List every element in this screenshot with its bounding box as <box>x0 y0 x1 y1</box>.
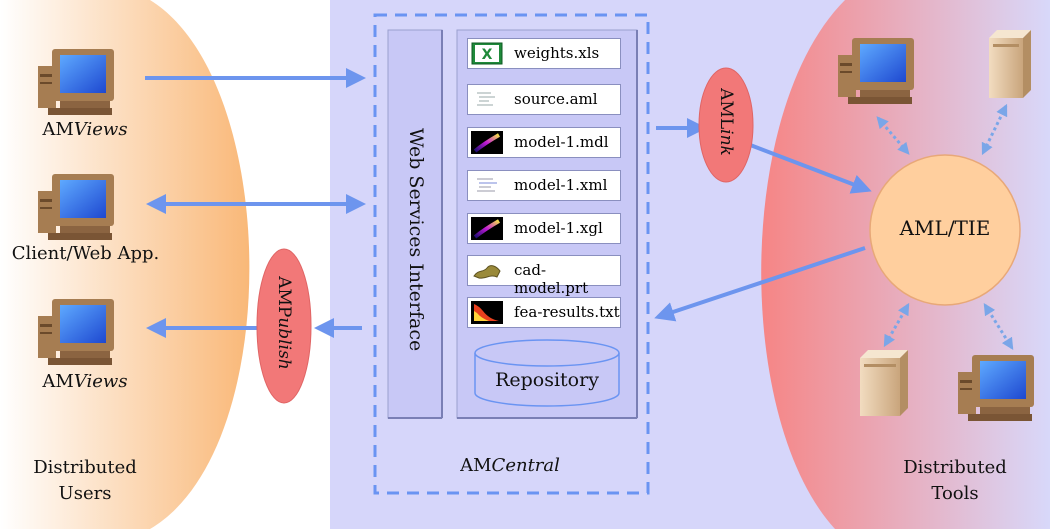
cad-model-icon <box>471 259 503 282</box>
distributed-users-region <box>0 0 250 529</box>
arrow-tie-to-central <box>654 246 866 322</box>
text-document-icon <box>472 89 502 110</box>
file-item-model-xml[interactable]: model-1.xml <box>467 170 621 201</box>
views-label-top: AMViews <box>42 119 128 140</box>
file-item-weights[interactable]: X weights.xls <box>467 38 621 69</box>
gradient-model-icon <box>471 131 503 154</box>
file-item-model-xgl[interactable]: model-1.xgl <box>467 213 621 244</box>
dotted-link-tool-3 <box>883 302 910 348</box>
amlink-label: AMLink <box>716 88 736 156</box>
repository-label: Repository <box>495 369 599 391</box>
client-web-app-label: Client/Web App. <box>11 243 160 264</box>
ampublish-label: AMPublish <box>274 276 294 370</box>
am-central-box <box>373 13 650 495</box>
svg-text:X: X <box>482 47 493 63</box>
file-item-source[interactable]: source.aml <box>467 84 621 115</box>
gradient-model-icon <box>471 217 503 240</box>
views-label-bottom: AMViews <box>42 371 128 392</box>
fea-results-icon <box>471 301 503 324</box>
server-tower-icon <box>860 350 908 416</box>
distributed-users-label: Distributed Users <box>33 457 137 504</box>
file-item-fea-results[interactable]: fea-results.txt <box>467 297 621 328</box>
distributed-tools-label: Distributed Tools <box>903 457 1007 504</box>
server-tower-icon <box>989 30 1031 98</box>
dotted-link-tool-4 <box>983 302 1014 351</box>
amlink-oval <box>698 67 754 183</box>
repository-icon <box>474 339 620 407</box>
file-item-cad-model[interactable]: cad-model.prt <box>467 255 621 297</box>
excel-icon: X <box>471 42 503 65</box>
dotted-link-tool-1 <box>876 116 910 155</box>
aml-tie-label: AML/TIE <box>899 216 991 240</box>
file-item-model-mdl[interactable]: model-1.mdl <box>467 127 621 158</box>
computer-icon <box>38 49 114 115</box>
ampublish-oval <box>256 248 312 404</box>
dotted-link-tool-2 <box>981 103 1008 156</box>
web-services-interface-label: Web Services Interface <box>405 128 427 352</box>
text-document-icon <box>472 175 502 196</box>
web-services-panel <box>387 29 443 419</box>
aml-tie-hub <box>869 154 1021 306</box>
arrow-amlink-to-tie <box>744 141 872 194</box>
am-central-label: AMCentral <box>460 455 560 476</box>
